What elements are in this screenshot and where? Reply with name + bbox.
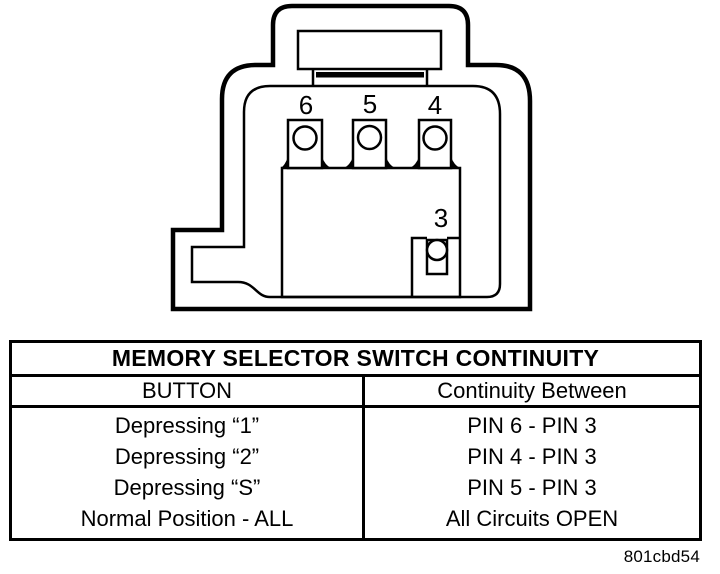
table-row-continuity: PIN 4 - PIN 3 xyxy=(467,444,597,469)
pin-4-label: 4 xyxy=(428,90,442,120)
table-row-continuity: PIN 5 - PIN 3 xyxy=(467,475,597,500)
pin-5-label: 5 xyxy=(363,89,377,119)
pin-3-label: 3 xyxy=(434,203,448,233)
table-row-button: Depressing “1” xyxy=(114,413,260,438)
pin-4-hole xyxy=(422,125,448,151)
table-row-button: Normal Position - ALL xyxy=(80,506,294,531)
latch-slot-bar xyxy=(316,72,424,78)
pin-3-hole xyxy=(425,238,449,262)
table-row-continuity: PIN 6 - PIN 3 xyxy=(467,413,597,438)
continuity-table: MEMORY SELECTOR SWITCH CONTINUITY BUTTON… xyxy=(9,340,702,541)
column-header-continuity: Continuity Between xyxy=(362,377,699,405)
pin-6-label: 6 xyxy=(299,90,313,120)
button-column-cell: Depressing “1” Depressing “2” Depressing… xyxy=(12,408,362,538)
latch-window xyxy=(296,29,443,71)
table-body: Depressing “1” Depressing “2” Depressing… xyxy=(12,408,699,538)
connector-diagram: 6 5 4 3 xyxy=(170,3,533,312)
pin-3-pocket xyxy=(410,236,427,297)
connector-inner-outline xyxy=(190,84,502,299)
table-row-button: Depressing “2” xyxy=(114,444,260,469)
pin-5-hole xyxy=(356,124,383,151)
terminal-base-fillets xyxy=(281,157,460,168)
table-header-row: BUTTON Continuity Between xyxy=(12,377,699,408)
pin-6-hole xyxy=(292,125,318,151)
table-title: MEMORY SELECTOR SWITCH CONTINUITY xyxy=(12,343,699,377)
figure-code: 801cbd54 xyxy=(623,547,700,566)
column-header-button: BUTTON xyxy=(141,378,233,403)
table-row-button: Depressing “S” xyxy=(113,475,261,500)
table-row-continuity: All Circuits OPEN xyxy=(445,506,619,531)
continuity-column-cell: PIN 6 - PIN 3 PIN 4 - PIN 3 PIN 5 - PIN … xyxy=(362,408,699,538)
connector-diagram-svg: 6 5 4 3 xyxy=(170,3,533,312)
connector-outer-outline xyxy=(170,3,533,312)
